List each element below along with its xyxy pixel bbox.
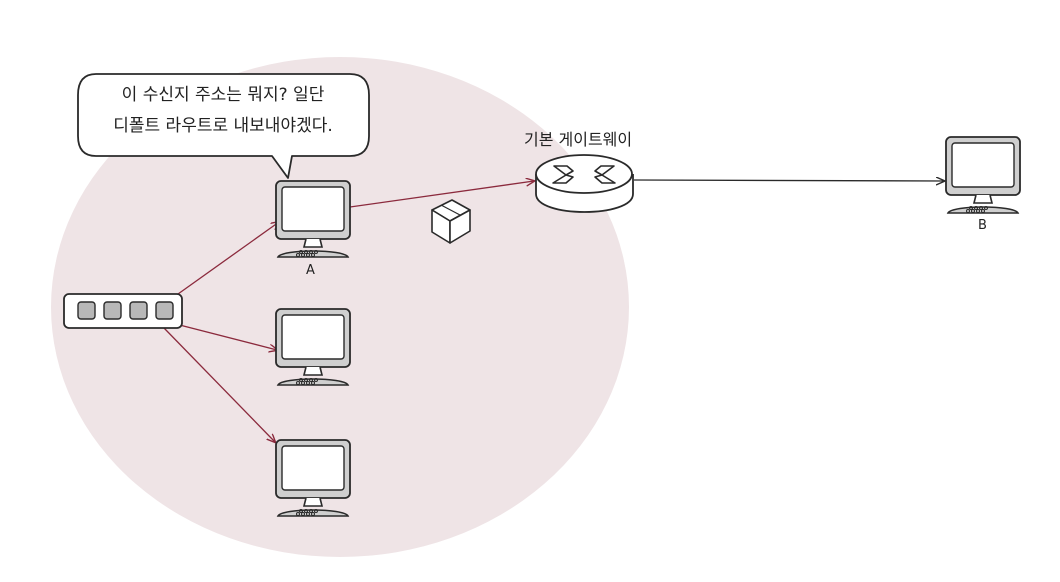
local-network-area (51, 57, 629, 557)
link-switch-to-a (163, 222, 279, 305)
link-a-to-gateway (349, 181, 534, 208)
speech-bubble-text: 이 수신지 주소는 뭐지? 일단 디폴트 라우트로 내보내야겠다. (76, 80, 370, 142)
gateway-label: 기본 게이트웨이 (524, 130, 633, 149)
speech-line-1: 이 수신지 주소는 뭐지? 일단 (121, 85, 325, 105)
link-switch-to-pc2 (163, 320, 277, 350)
switch-port (103, 301, 122, 320)
switch (63, 293, 183, 329)
link-gateway-to-b (633, 180, 944, 181)
speech-bubble (77, 73, 370, 179)
packet-icon (431, 199, 471, 244)
router-icon (535, 154, 634, 213)
computer-b-label: B (978, 218, 987, 233)
switch-port (129, 301, 148, 320)
link-switch-to-pc3 (163, 327, 275, 442)
speech-line-2: 디폴트 라우트로 내보내야겠다. (113, 116, 333, 136)
computer-a-label: A (306, 263, 315, 278)
computer-b (945, 136, 1021, 214)
switch-port (155, 301, 174, 320)
switch-port (77, 301, 96, 320)
